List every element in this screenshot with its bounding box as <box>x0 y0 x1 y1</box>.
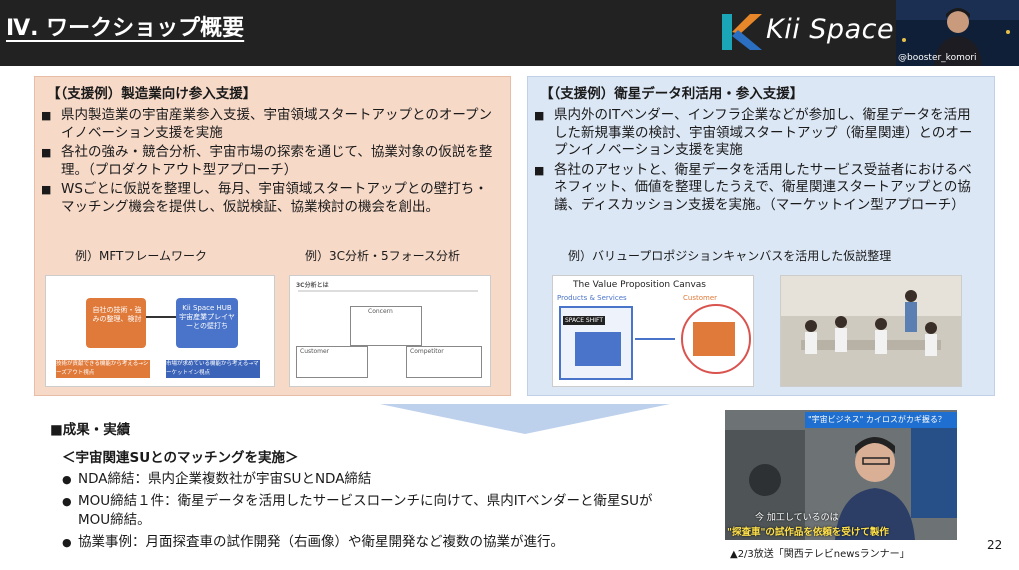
results-list: NDA締結：県内企業複数社が宇宙SUとNDA締結 MOU締結１件：衛星データを活… <box>62 470 682 555</box>
list-item: MOU締結１件：衛星データを活用したサービスローンチに向けて、県内ITベンダーと… <box>62 492 682 530</box>
right-panel-heading: 【（支援例）衛星データ利活用・参入支援】 <box>540 86 804 102</box>
vpc-left-label: Products & Services <box>557 294 627 302</box>
workshop-photo-illustration <box>781 276 961 386</box>
3c-competitor: Competitor <box>410 348 444 355</box>
title-bar <box>0 0 1019 66</box>
space-shift-logo: SPACE SHIFT <box>563 316 606 325</box>
example-3c-label: 例）3C分析・5フォース分析 <box>305 249 461 263</box>
value-proposition-canvas-image: The Value Proposition Canvas Products & … <box>552 275 754 387</box>
tv-headline: "宇宙ビジネス" カイロスがカギ握る？ <box>805 412 957 428</box>
list-item: WSごとに仮説を整理し、毎月、宇宙領域スタートアップとの壁打ち・マッチング機会を… <box>41 181 496 216</box>
list-item: 各社のアセットと、衛星データを活用したサービス受益者におけるベネフィット、価値を… <box>534 162 982 215</box>
page-number: 22 <box>987 538 1003 552</box>
k-logo-icon <box>722 14 762 50</box>
3c-analysis-image: 3C分析とは Concern Customer Competitor <box>289 275 491 387</box>
vpc-right-label: Customer <box>683 294 718 302</box>
list-item: NDA締結：県内企業複数社が宇宙SUとNDA締結 <box>62 470 682 489</box>
list-item: 各社の強み・競合分析、宇宙市場の探索を通じて、協業対象の仮説を整理。（プロダクト… <box>41 144 496 179</box>
kii-space-logo <box>716 10 896 54</box>
mft-box-2: Kii Space HUB 宇宙産業プレイヤーとの壁打ち <box>179 304 235 330</box>
right-bullet-list: 県内外のITベンダー、インフラ企業などが参加し、衛星データを活用した新規事業の検… <box>534 107 982 216</box>
results-subtitle: ＜宇宙関連SUとのマッチングを実施＞ <box>62 450 299 466</box>
results-title: ■成果・実績 <box>50 422 131 438</box>
list-item: 協業事例：月面探査車の試作開発（右画像）や衛星開発など複数の協業が進行。 <box>62 533 682 552</box>
example-mft-label: 例）MFTフレームワーク <box>75 249 208 263</box>
tv-image-caption: ▲2/3放送「関西テレビnewsランナー」 <box>730 549 910 560</box>
workshop-photo <box>780 275 962 387</box>
satellite-data-support-panel: 【（支援例）衛星データ利活用・参入支援】 県内外のITベンダー、インフラ企業など… <box>527 76 995 396</box>
3c-customer: Customer <box>300 348 330 355</box>
page-title: Ⅳ. ワークショップ概要 <box>6 16 245 41</box>
list-item: 県内製造業の宇宙産業参入支援、宇宙領域スタートアップとのオープンイノベーション支… <box>41 107 496 142</box>
3c-concern: Concern <box>368 308 393 315</box>
participant-video[interactable] <box>896 0 1019 66</box>
manufacturing-support-panel: 【（支援例）製造業向け参入支援】 県内製造業の宇宙産業参入支援、宇宙領域スタート… <box>34 76 511 396</box>
tv-lower-third-1: 今 加工しているのは <box>755 513 839 523</box>
list-item: 県内外のITベンダー、インフラ企業などが参加し、衛星データを活用した新規事業の検… <box>534 107 982 160</box>
mft-bottom-1: 技術が貢献できる機能から考える→シーズアウト視点 <box>56 360 150 378</box>
left-panel-heading: 【（支援例）製造業向け参入支援】 <box>47 86 257 102</box>
participant-avatar <box>896 0 1019 66</box>
example-vpc-label: 例）バリュープロポジションキャンバスを活用した仮説整理 <box>568 249 892 263</box>
mft-framework-image: 自社の技術・強みの整理、検討 Kii Space HUB 宇宙産業プレイヤーとの… <box>45 275 275 387</box>
tv-news-illustration <box>725 410 957 540</box>
participant-name: @booster_komori <box>898 53 977 63</box>
mft-box-1: 自社の技術・強みの整理、検討 <box>92 306 142 323</box>
down-arrow-icon <box>380 404 670 434</box>
tv-news-image: "宇宙ビジネス" カイロスがカギ握る？ 今 加工しているのは "探査車"の試作品… <box>725 410 957 540</box>
vpc-title: The Value Proposition Canvas <box>573 280 706 290</box>
logo-text: Kii Space <box>766 14 895 45</box>
mft-bottom-2: 市場が求めている機能から考える→マーケットイン視点 <box>166 360 260 378</box>
3c-title: 3C分析とは <box>296 282 329 289</box>
tv-lower-third-2: "探査車"の試作品を依頼を受けて製作 <box>727 527 889 538</box>
left-bullet-list: 県内製造業の宇宙産業参入支援、宇宙領域スタートアップとのオープンイノベーション支… <box>41 107 496 218</box>
